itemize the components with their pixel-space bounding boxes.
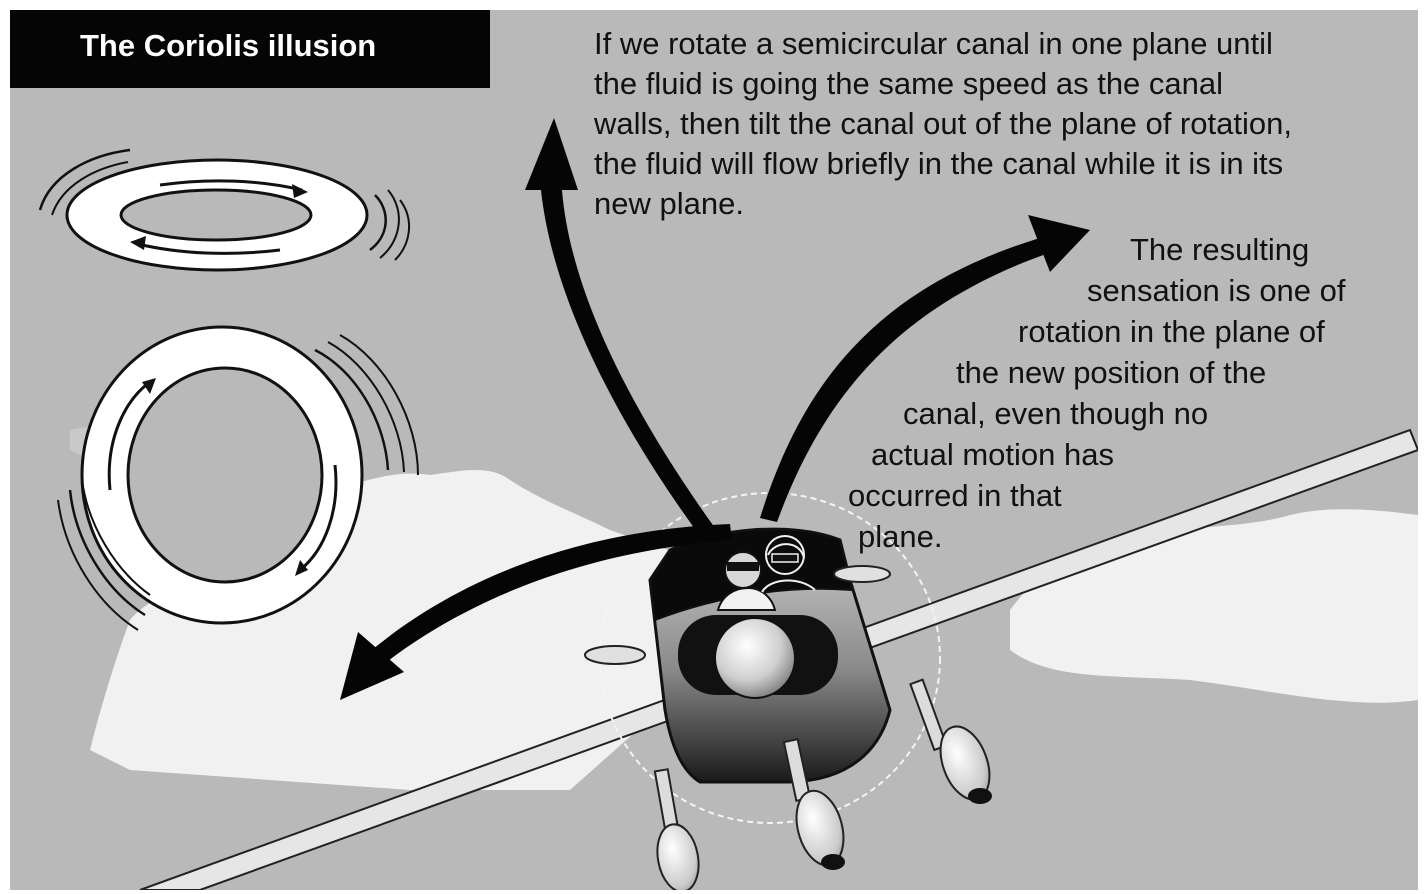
figure-title: The Coriolis illusion: [80, 28, 377, 63]
illustration: [38, 118, 1418, 890]
caption-right-line: canal, even though no: [903, 396, 1209, 431]
caption-right-line: rotation in the plane of: [1018, 314, 1325, 349]
propeller-disc: [599, 492, 941, 824]
vertical-canal-ring-icon: [57, 325, 419, 631]
caption-right-line: actual motion has: [871, 437, 1114, 472]
caption-top-line: new plane.: [594, 186, 744, 221]
horizontal-canal-ring-icon: [38, 148, 411, 272]
caption-right-line: occurred in that: [848, 478, 1062, 513]
coriolis-illusion-figure: The Coriolis illusion If we rotate a sem…: [10, 10, 1418, 890]
curved-arrow-icon: [340, 118, 1090, 700]
title-bar: The Coriolis illusion: [10, 10, 490, 88]
caption-top-line: the fluid is going the same speed as the…: [594, 66, 1224, 101]
pilot-icon: [716, 535, 816, 611]
caption-right: The resulting sensation is one of rotati…: [10, 10, 1418, 610]
caption-right-line: plane.: [858, 519, 943, 554]
caption-top-line: walls, then tilt the canal out of the pl…: [594, 106, 1292, 141]
caption-top-line: the fluid will flow briefly in the canal…: [594, 146, 1284, 181]
caption-right-line: The resulting: [1130, 232, 1310, 267]
caption-right-line: sensation is one of: [1087, 273, 1346, 308]
caption-right-line: the new position of the: [956, 355, 1267, 390]
caption-top-line: If we rotate a semicircular canal in one…: [594, 26, 1273, 61]
caption-top: If we rotate a semicircular canal in one…: [594, 24, 1292, 224]
